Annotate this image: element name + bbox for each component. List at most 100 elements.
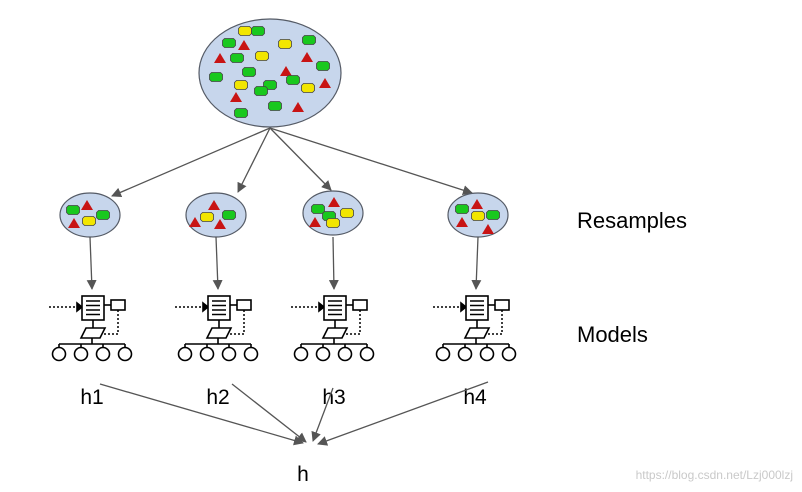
- arrow-population-to-resample-3: [269, 127, 332, 191]
- yellow-octagon-icon: [255, 51, 269, 61]
- model-label-3: h3: [322, 386, 345, 409]
- population-sample-shapes: [209, 26, 331, 118]
- green-octagon-icon: [234, 108, 248, 118]
- red-triangle-icon: [471, 199, 483, 209]
- arrow-resample-4-to-model-4: [471, 236, 482, 290]
- model-label-1: h1: [80, 386, 103, 409]
- arrow-h2-to-h: [231, 383, 307, 443]
- green-octagon-icon: [222, 210, 236, 220]
- yellow-octagon-icon: [234, 80, 248, 90]
- green-octagon-icon: [222, 38, 236, 48]
- leaf-circle-icon: [457, 346, 473, 362]
- parallelogram-icon: [321, 327, 349, 339]
- red-triangle-icon: [319, 78, 331, 88]
- resample-ellipse-shape: [59, 192, 121, 238]
- model-icon-1: [49, 295, 133, 362]
- document-box-icon: [81, 295, 105, 321]
- document-box-icon: [323, 295, 347, 321]
- parallelogram-icon: [463, 327, 491, 339]
- red-triangle-icon: [309, 217, 321, 227]
- leaf-circle-icon: [73, 346, 89, 362]
- population-arrows: [111, 127, 473, 198]
- yellow-octagon-icon: [471, 211, 485, 221]
- arrow-h1-to-h: [99, 383, 304, 446]
- model-icon-4: [433, 295, 517, 362]
- arrow-population-to-resample-2: [237, 127, 271, 193]
- red-triangle-icon: [292, 102, 304, 112]
- red-triangle-icon: [81, 200, 93, 210]
- document-box-icon: [465, 295, 489, 321]
- leaf-circle-icon: [51, 346, 67, 362]
- green-octagon-icon: [242, 67, 256, 77]
- green-octagon-icon: [268, 101, 282, 111]
- leaf-circle-icon: [293, 346, 309, 362]
- leaf-circle-icon: [199, 346, 215, 362]
- model-label-2: h2: [206, 386, 229, 409]
- leaf-circle-icon: [359, 346, 375, 362]
- leaf-circle-icon: [221, 346, 237, 362]
- aggregation-arrows: [99, 381, 489, 446]
- red-triangle-icon: [280, 66, 292, 76]
- leaf-circle-icon: [479, 346, 495, 362]
- green-octagon-icon: [209, 72, 223, 82]
- leaf-circle-icon: [95, 346, 111, 362]
- side-box-icon: [494, 299, 510, 311]
- green-octagon-icon: [455, 204, 469, 214]
- yellow-octagon-icon: [200, 212, 214, 222]
- red-triangle-icon: [230, 92, 242, 102]
- red-triangle-icon: [301, 52, 313, 62]
- red-triangle-icon: [68, 218, 80, 228]
- red-triangle-icon: [208, 200, 220, 210]
- green-octagon-icon: [486, 210, 500, 220]
- resample-2: [185, 192, 247, 238]
- watermark: https://blog.csdn.net/Lzj000lzj: [636, 468, 793, 482]
- leaf-circle-icon: [315, 346, 331, 362]
- yellow-octagon-icon: [278, 39, 292, 49]
- green-octagon-icon: [96, 210, 110, 220]
- side-box-icon: [236, 299, 252, 311]
- arrow-h3-to-h: [311, 387, 334, 442]
- document-box-icon: [207, 295, 231, 321]
- model-icon-3: [291, 295, 375, 362]
- leaf-circle-icon: [501, 346, 517, 362]
- models-label: Models: [577, 322, 648, 347]
- input-arrow-icon: [460, 301, 468, 313]
- green-octagon-icon: [316, 61, 330, 71]
- input-arrow-icon: [76, 301, 84, 313]
- red-triangle-icon: [214, 219, 226, 229]
- red-triangle-icon: [328, 197, 340, 207]
- model-labels: h1 h2 h3 h4: [80, 386, 487, 409]
- green-octagon-icon: [66, 205, 80, 215]
- arrow-resample-3-to-model-3: [328, 236, 339, 290]
- arrow-h4-to-h: [317, 381, 489, 446]
- green-octagon-icon: [286, 75, 300, 85]
- yellow-octagon-icon: [238, 26, 252, 36]
- green-octagon-icon: [251, 26, 265, 36]
- arrow-resample-2-to-model-2: [212, 236, 223, 290]
- green-octagon-icon: [302, 35, 316, 45]
- final-hypothesis-label: h: [297, 463, 309, 486]
- red-triangle-icon: [482, 224, 494, 234]
- red-triangle-icon: [456, 217, 468, 227]
- parallelogram-icon: [205, 327, 233, 339]
- green-octagon-icon: [230, 53, 244, 63]
- leaf-circle-icon: [177, 346, 193, 362]
- resample-3: [302, 190, 364, 236]
- leaf-circle-icon: [117, 346, 133, 362]
- input-arrow-icon: [318, 301, 326, 313]
- green-octagon-icon: [311, 204, 325, 214]
- leaf-circle-icon: [435, 346, 451, 362]
- resample-4: [447, 192, 509, 238]
- parallelogram-icon: [79, 327, 107, 339]
- population-ellipse: [198, 18, 342, 128]
- side-box-icon: [352, 299, 368, 311]
- yellow-octagon-icon: [340, 208, 354, 218]
- resamples-label: Resamples: [577, 208, 687, 233]
- side-box-icon: [110, 299, 126, 311]
- yellow-octagon-icon: [326, 218, 340, 228]
- resample-1: [59, 192, 121, 238]
- models-row: [49, 295, 517, 362]
- resamples-row: [59, 190, 509, 238]
- model-icon-2: [175, 295, 259, 362]
